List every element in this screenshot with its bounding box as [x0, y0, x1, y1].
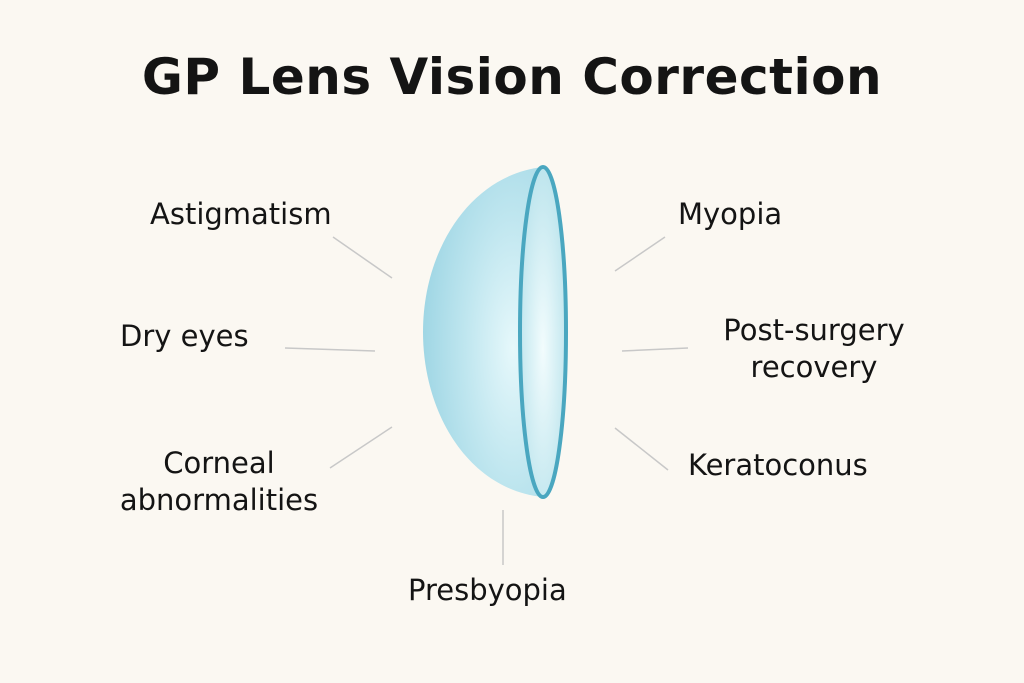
connector-corneal: [329, 426, 393, 469]
label-dry-eyes: Dry eyes: [120, 319, 249, 353]
label-corneal-abnormalities: Corneal abnormalities: [104, 445, 334, 519]
label-keratoconus: Keratoconus: [688, 448, 868, 482]
label-astigmatism: Astigmatism: [150, 197, 332, 231]
connector-astigmatism: [332, 236, 393, 279]
label-post-surgery-line2: recovery: [750, 350, 878, 384]
page-title: GP Lens Vision Correction: [141, 48, 883, 106]
label-post-surgery-recovery: Post-surgery recovery: [704, 312, 924, 386]
label-corneal-line1: Corneal: [163, 446, 275, 480]
label-corneal-line2: abnormalities: [119, 483, 319, 517]
label-post-surgery-line1: Post-surgery: [723, 313, 905, 347]
lens-inner: [518, 165, 568, 499]
lens-dome: [423, 167, 543, 497]
connector-dry-eyes: [284, 347, 376, 352]
connector-lines: [284, 236, 689, 565]
connector-keratoconus: [614, 427, 669, 471]
connector-myopia: [614, 236, 666, 272]
label-myopia: Myopia: [678, 197, 783, 231]
connector-post-surgery: [621, 347, 689, 352]
label-presbyopia: Presbyopia: [408, 573, 567, 607]
